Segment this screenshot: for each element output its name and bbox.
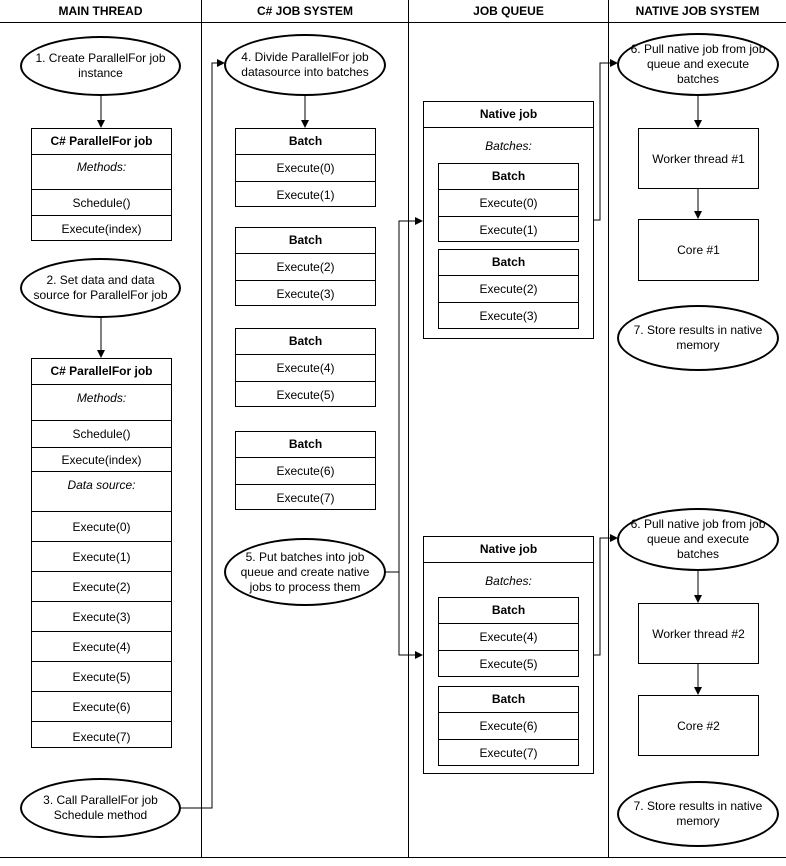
source-execute-4: Execute(4) bbox=[32, 631, 171, 661]
batch-row: Execute(0) bbox=[276, 161, 335, 175]
batch-row: Execute(4) bbox=[479, 630, 538, 644]
source-execute-6: Execute(6) bbox=[32, 691, 171, 721]
method-execute-index: Execute(index) bbox=[32, 447, 171, 471]
native-batch-1: Batch Execute(0) Execute(1) bbox=[438, 163, 579, 242]
arrow-native-job-2-to-pull bbox=[593, 534, 618, 656]
step-4-divide-batches: 4. Divide ParallelFor job datasource int… bbox=[224, 34, 386, 96]
batch-title: Batch bbox=[236, 129, 375, 155]
step-6-pull-native-job-2: 6. Pull native job from job queue and ex… bbox=[617, 508, 779, 571]
arrow-native-job-1-to-pull bbox=[593, 59, 618, 221]
batch-row: Execute(2) bbox=[479, 282, 538, 296]
native-batch-3: Batch Execute(4) Execute(5) bbox=[438, 597, 579, 677]
worker-thread-2: Worker thread #2 bbox=[638, 603, 759, 664]
worker-thread-1: Worker thread #1 bbox=[638, 128, 759, 189]
batch-row: Execute(4) bbox=[276, 361, 335, 375]
batch-title: Batch bbox=[439, 687, 578, 713]
lane-header-native-job-system: NATIVE JOB SYSTEM bbox=[635, 4, 760, 18]
native-job-box-1: Native job Batches: Batch Execute(0) Exe… bbox=[423, 101, 594, 339]
batch-row: Execute(6) bbox=[479, 719, 538, 733]
parallelfor-job-box-2: C# ParallelFor job Methods: Schedule() E… bbox=[31, 358, 172, 748]
header-separator bbox=[0, 22, 786, 23]
arrow-batches-to-native-job-2 bbox=[398, 572, 423, 659]
batch-title: Batch bbox=[439, 598, 578, 624]
data-source-label: Data source: bbox=[32, 471, 171, 511]
batch-row: Execute(3) bbox=[439, 302, 578, 328]
source-execute-5: Execute(5) bbox=[32, 661, 171, 691]
step-1-create-job: 1. Create ParallelFor job instance bbox=[20, 36, 181, 96]
batch-title: Batch bbox=[439, 250, 578, 276]
batch-row: Execute(3) bbox=[236, 280, 375, 306]
source-execute-1: Execute(1) bbox=[32, 541, 171, 571]
native-batch-2: Batch Execute(2) Execute(3) bbox=[438, 249, 579, 329]
arrow-schedule-to-divide bbox=[181, 59, 225, 809]
batch-box-4: Batch Execute(6) Execute(7) bbox=[235, 431, 376, 510]
job-title: C# ParallelFor job bbox=[32, 129, 171, 155]
batch-row: Execute(6) bbox=[276, 464, 335, 478]
lane-header-main-thread: MAIN THREAD bbox=[58, 4, 143, 18]
native-batch-4: Batch Execute(6) Execute(7) bbox=[438, 686, 579, 766]
method-schedule: Schedule() bbox=[32, 189, 171, 215]
lane-divider-1 bbox=[201, 0, 202, 858]
source-execute-0: Execute(0) bbox=[32, 511, 171, 541]
native-job-box-2: Native job Batches: Batch Execute(4) Exe… bbox=[423, 536, 594, 774]
arrow-batches-to-native-job-1 bbox=[385, 217, 423, 573]
batch-row: Execute(7) bbox=[439, 739, 578, 765]
native-job-title: Native job bbox=[424, 102, 593, 128]
parallelfor-job-box-1: C# ParallelFor job Methods: Schedule() E… bbox=[31, 128, 172, 241]
source-execute-3: Execute(3) bbox=[32, 601, 171, 631]
core-1: Core #1 bbox=[638, 219, 759, 281]
batches-label: Batches: bbox=[485, 574, 532, 588]
batch-row: Execute(5) bbox=[236, 381, 375, 407]
batch-title: Batch bbox=[439, 164, 578, 190]
step-2-set-data: 2. Set data and data source for Parallel… bbox=[20, 258, 181, 318]
lane-header-csharp-job-system: C# JOB SYSTEM bbox=[256, 4, 354, 18]
methods-label: Methods: bbox=[76, 391, 127, 405]
method-schedule: Schedule() bbox=[32, 420, 171, 447]
job-title: C# ParallelFor job bbox=[32, 359, 171, 385]
batch-box-1: Batch Execute(0) Execute(1) bbox=[235, 128, 376, 207]
source-execute-7: Execute(7) bbox=[32, 721, 171, 751]
step-7-store-results-2: 7. Store results in native memory bbox=[617, 781, 779, 847]
native-job-title: Native job bbox=[424, 537, 593, 563]
batch-title: Batch bbox=[236, 228, 375, 254]
methods-label: Methods: bbox=[76, 160, 127, 174]
source-execute-2: Execute(2) bbox=[32, 571, 171, 601]
batch-title: Batch bbox=[236, 432, 375, 458]
batch-row: Execute(1) bbox=[236, 181, 375, 207]
batch-box-3: Batch Execute(4) Execute(5) bbox=[235, 328, 376, 407]
lane-header-job-queue: JOB QUEUE bbox=[473, 4, 544, 18]
lane-divider-2 bbox=[408, 0, 409, 858]
step-3-call-schedule: 3. Call ParallelFor job Schedule method bbox=[20, 778, 181, 838]
method-execute-index: Execute(index) bbox=[32, 215, 171, 241]
core-2: Core #2 bbox=[638, 695, 759, 756]
lane-divider-3 bbox=[608, 0, 609, 858]
batch-title: Batch bbox=[236, 329, 375, 355]
step-7-store-results-1: 7. Store results in native memory bbox=[617, 305, 779, 371]
bottom-border bbox=[0, 857, 786, 858]
batch-row: Execute(0) bbox=[479, 196, 538, 210]
batch-box-2: Batch Execute(2) Execute(3) bbox=[235, 227, 376, 306]
batch-row: Execute(2) bbox=[276, 260, 335, 274]
step-6-pull-native-job-1: 6. Pull native job from job queue and ex… bbox=[617, 33, 779, 96]
step-5-queue-batches: 5. Put batches into job queue and create… bbox=[224, 538, 386, 606]
batch-row: Execute(1) bbox=[439, 216, 578, 242]
batch-row: Execute(5) bbox=[439, 650, 578, 676]
batch-row: Execute(7) bbox=[236, 484, 375, 510]
batches-label: Batches: bbox=[485, 139, 532, 153]
